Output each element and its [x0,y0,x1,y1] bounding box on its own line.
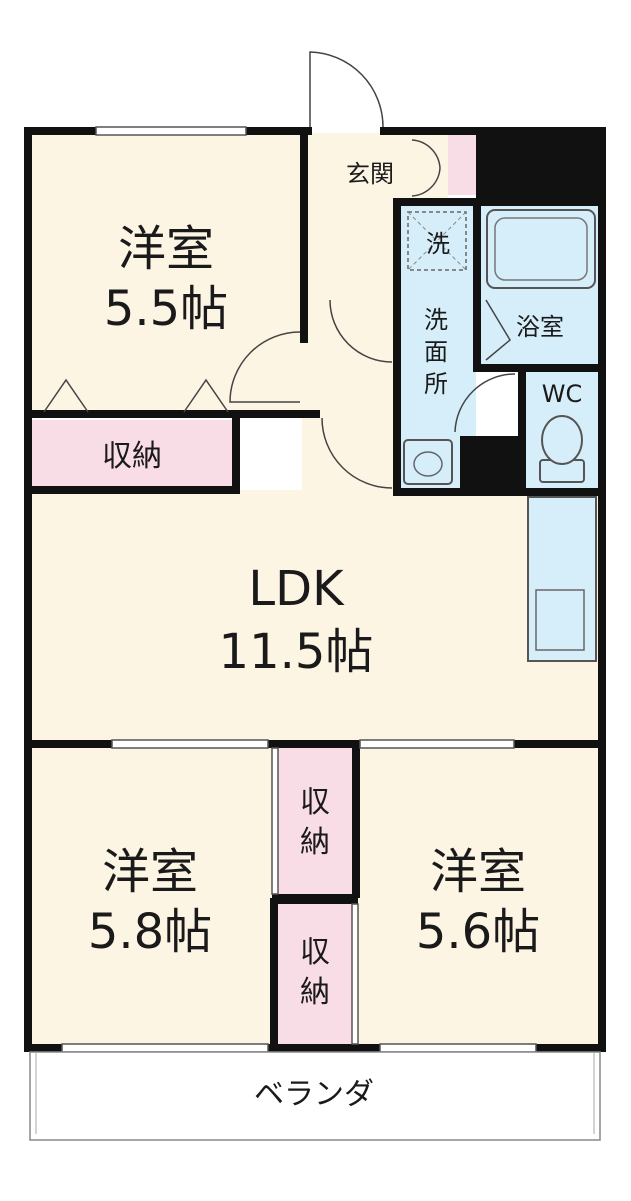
wall-hall-mid [240,410,320,418]
closet-top-door-right [183,378,229,413]
wall-closet-top-right [232,410,240,494]
wall-top-right [380,127,476,135]
bath-door [485,299,511,361]
wall-bath-left [473,198,481,368]
ldk-name: LDK [248,561,345,617]
ldk-door-swing [321,417,393,489]
closet-mid-2-char-2: 納 [300,975,330,1010]
room-br-size: 5.6帖 [416,904,540,960]
pipe-shaft [460,436,522,494]
kitchen-sink [535,589,585,651]
entrance-floor [308,133,448,208]
shoe-closet-door [411,139,441,197]
vanity-sink [403,439,453,485]
wall-room-top-right [300,133,308,343]
window-ldk-br [359,739,515,749]
washroom-label-3: 所 [424,370,448,398]
room-bl-size: 5.8帖 [88,904,212,960]
window-bottom-right [379,1043,537,1053]
wall-ldk-bottom-mid [268,740,360,748]
room-bl-name: 洋室 [102,844,198,900]
sink-bowl [413,451,443,477]
window-top-room [95,126,247,136]
washroom-door-swing [329,299,393,363]
western-room-br-floor [358,744,600,1046]
room-top-name: 洋室 [118,221,214,277]
wall-right [598,127,606,1052]
wall-ldk-top [30,486,240,494]
wall-closet-mid-left [270,898,278,1048]
closet-mid-1-char-1: 収 [300,785,330,820]
wall-room-top-bottom [30,410,240,418]
western-room-top-floor [30,133,302,413]
washroom-label-1: 洗 [424,306,448,334]
balcony-label: ベランダ [254,1077,374,1112]
laundry-label: 洗 [426,230,450,258]
washroom-inner-door [454,373,516,433]
kitchen-counter [527,496,597,662]
western-room-bl-floor [30,744,272,1046]
bathtub [486,209,596,289]
wall-bath-bottom [473,364,606,372]
toilet-label: WC [542,380,583,408]
window-bottom-left [61,1043,269,1053]
washing-machine-space [407,211,467,271]
ldk-floor [30,490,600,744]
ldk-size: 11.5帖 [219,624,374,680]
wall-toilet-left [518,368,526,494]
closet-sliding-door-2 [351,903,359,1045]
room-top-size: 5.5帖 [104,281,228,337]
closet-mid-2-char-1: 収 [300,935,330,970]
bathtub-inner [494,217,588,281]
balcony [29,1051,601,1141]
shoe-closet-floor [448,133,476,195]
window-ldk-bl [111,739,269,749]
closet-top-door-left [43,378,89,413]
wall-closet-mid-right [352,744,360,898]
wall-ldk-bottom-left [24,740,112,748]
entrance-label: 玄関 [346,160,394,188]
washroom-label-2: 面 [424,338,448,366]
toilet-bowl [541,415,583,465]
closet-top-label: 収納 [102,439,162,474]
mechanical-block [476,127,606,203]
closet-top-floor [30,420,235,490]
closet-mid-2-floor [276,904,354,1046]
room-br-name: 洋室 [430,844,526,900]
closet-sliding-door-1 [271,747,279,895]
wall-bottom [24,1044,606,1052]
closet-mid-1-char-2: 納 [300,825,330,860]
wall-ldk-bottom-right [514,740,606,748]
wall-left [24,127,32,1052]
wall-closet-divider [272,894,358,904]
closet-mid-1-floor [276,744,354,894]
room-top-door-swing [229,331,301,403]
bath-label: 浴室 [516,313,564,341]
wall-wet-left [393,200,401,495]
front-door-swing [309,51,384,128]
wall-wet-top [393,198,606,206]
